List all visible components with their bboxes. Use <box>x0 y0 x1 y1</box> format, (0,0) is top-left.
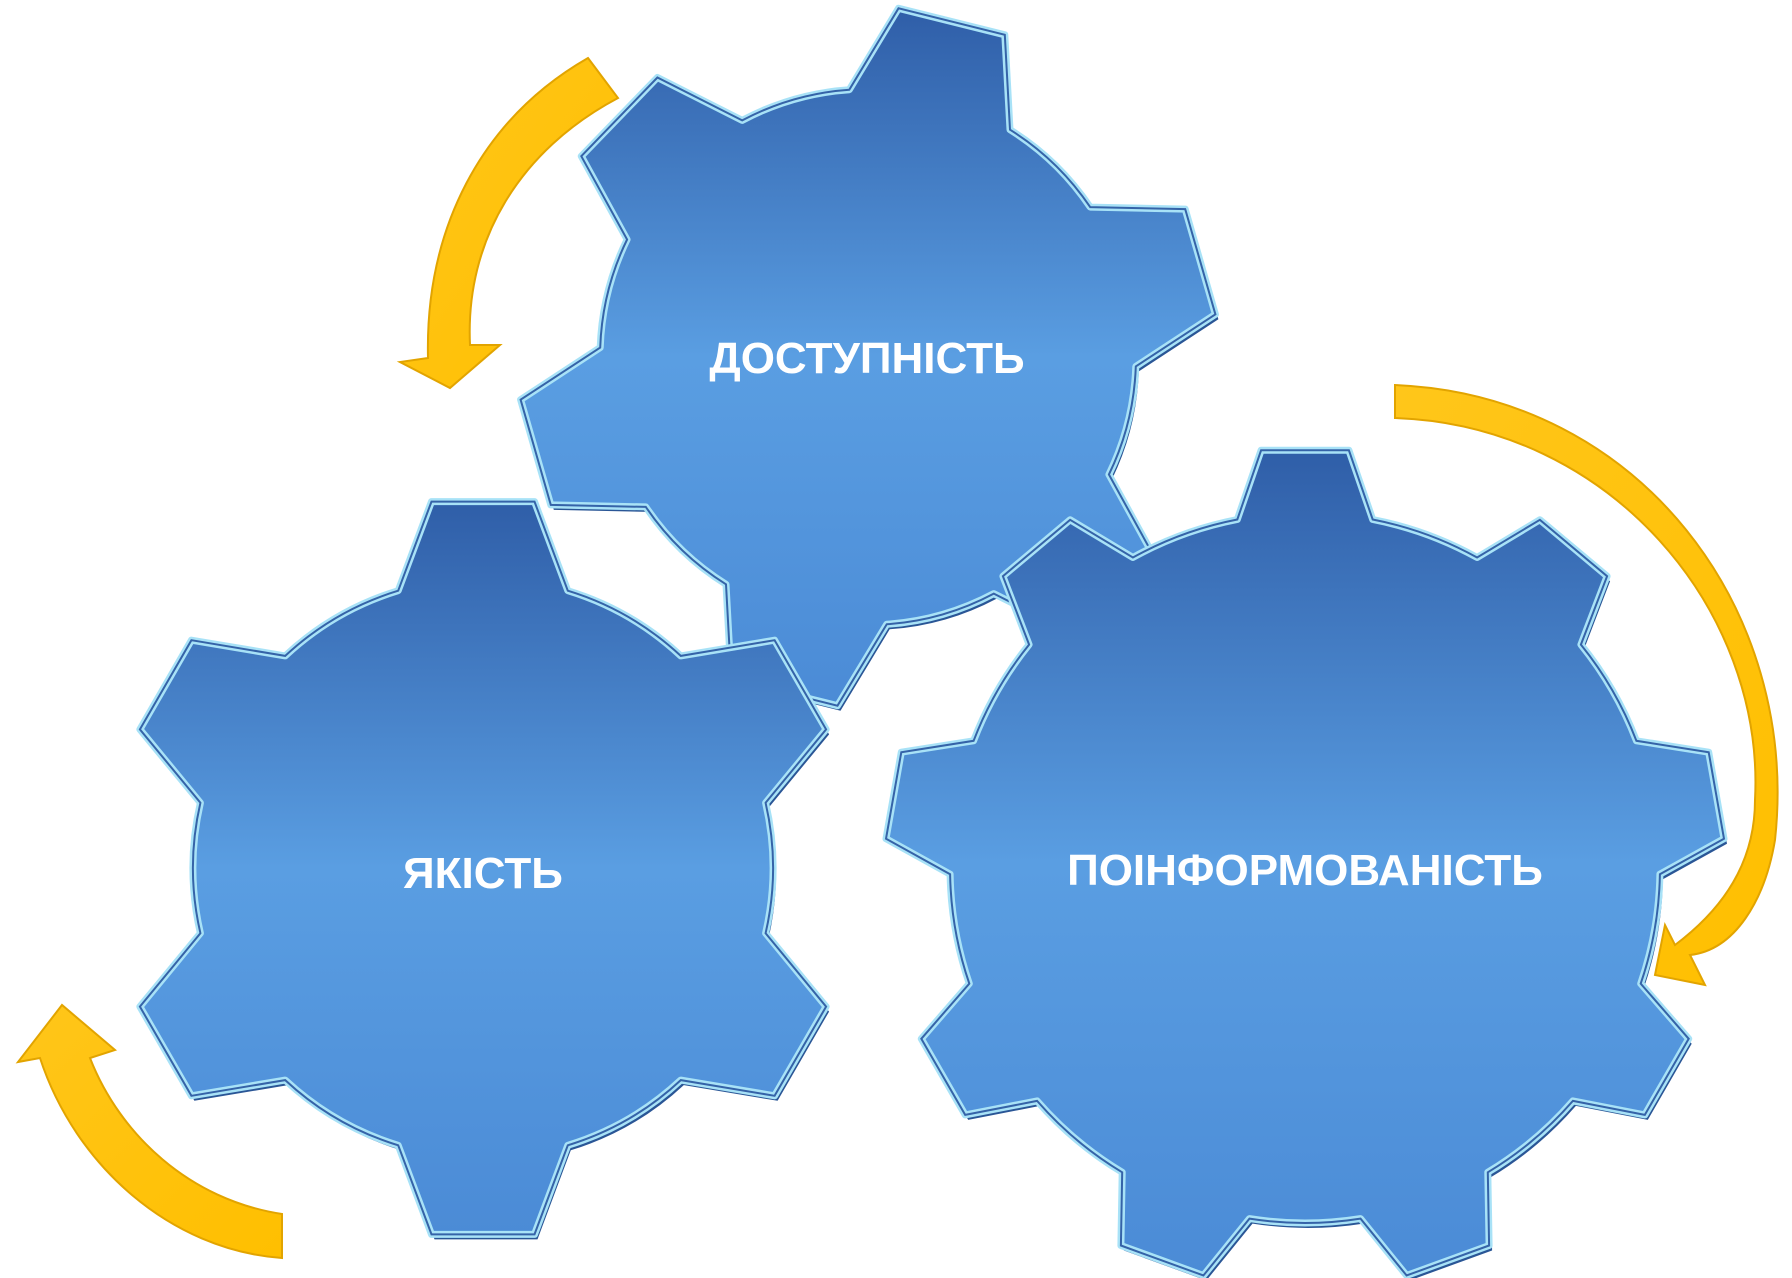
gear-left <box>136 498 830 1240</box>
gear-left-outline <box>138 500 828 1236</box>
gear-top <box>517 4 1219 711</box>
gear-right <box>882 446 1728 1278</box>
bottom-left-arrow <box>15 1003 283 1260</box>
gear-right-outline <box>884 449 1726 1277</box>
gear-label-right: ПОІНФОРМОВАНІСТЬ <box>1067 846 1543 895</box>
gear-label-top: ДОСТУПНІСТЬ <box>709 334 1024 383</box>
right-arrow <box>1394 383 1779 987</box>
gear-top-outline <box>519 7 1217 707</box>
top-left-arrow <box>396 56 620 390</box>
gear-label-left: ЯКІСТЬ <box>403 849 563 898</box>
